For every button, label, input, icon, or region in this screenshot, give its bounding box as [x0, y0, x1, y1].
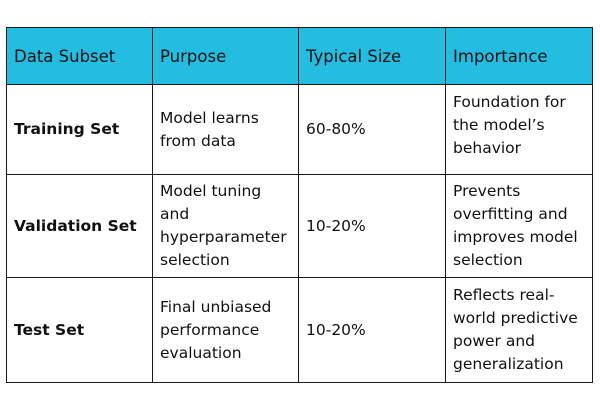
subset-label: Validation Set	[14, 216, 137, 235]
subset-label: Test Set	[14, 320, 85, 339]
header-typical-size: Typical Size	[298, 27, 446, 85]
importance-text: Foundation for the model’s behavior	[453, 93, 566, 157]
importance-text: Prevents overfitting and improves model …	[453, 182, 578, 269]
subset-label: Training Set	[14, 120, 120, 138]
header-importance: Importance	[445, 27, 593, 85]
importance-cell: Prevents overfitting and improves model …	[445, 174, 593, 278]
purpose-cell: Model tuning and hyperparameter selectio…	[152, 174, 299, 278]
subset-cell: Validation Set	[6, 174, 153, 278]
size-value: 10-20%	[306, 216, 366, 235]
importance-cell: Reflects real- world predictive power an…	[445, 277, 593, 383]
size-cell: 10-20%	[298, 174, 446, 278]
size-value: 60-80%	[306, 120, 366, 138]
importance-text: Reflects real- world predictive power an…	[453, 286, 578, 373]
purpose-text: Model tuning and hyperparameter selectio…	[160, 182, 287, 269]
table-header-row: Data Subset Purpose Typical Size Importa…	[6, 27, 593, 85]
data-subsets-table: Data Subset Purpose Typical Size Importa…	[6, 27, 593, 383]
table-row-training-set: Training Set Model learns from data 60-8…	[6, 84, 593, 175]
subset-cell: Training Set	[6, 84, 153, 175]
importance-cell: Foundation for the model’s behavior	[445, 84, 593, 175]
table-row-test-set: Test Set Final unbiased performance eval…	[6, 277, 593, 383]
purpose-text: Final unbiased performance evaluation	[160, 297, 272, 362]
table-row-validation-set: Validation Set Model tuning and hyperpar…	[6, 174, 593, 278]
header-data-subset: Data Subset	[6, 27, 153, 85]
header-purpose: Purpose	[152, 27, 299, 85]
subset-cell: Test Set	[6, 277, 153, 383]
size-value: 10-20%	[306, 320, 366, 339]
size-cell: 60-80%	[298, 84, 446, 175]
purpose-text: Model learns from data	[160, 108, 259, 150]
size-cell: 10-20%	[298, 277, 446, 383]
purpose-cell: Model learns from data	[152, 84, 299, 175]
purpose-cell: Final unbiased performance evaluation	[152, 277, 299, 383]
